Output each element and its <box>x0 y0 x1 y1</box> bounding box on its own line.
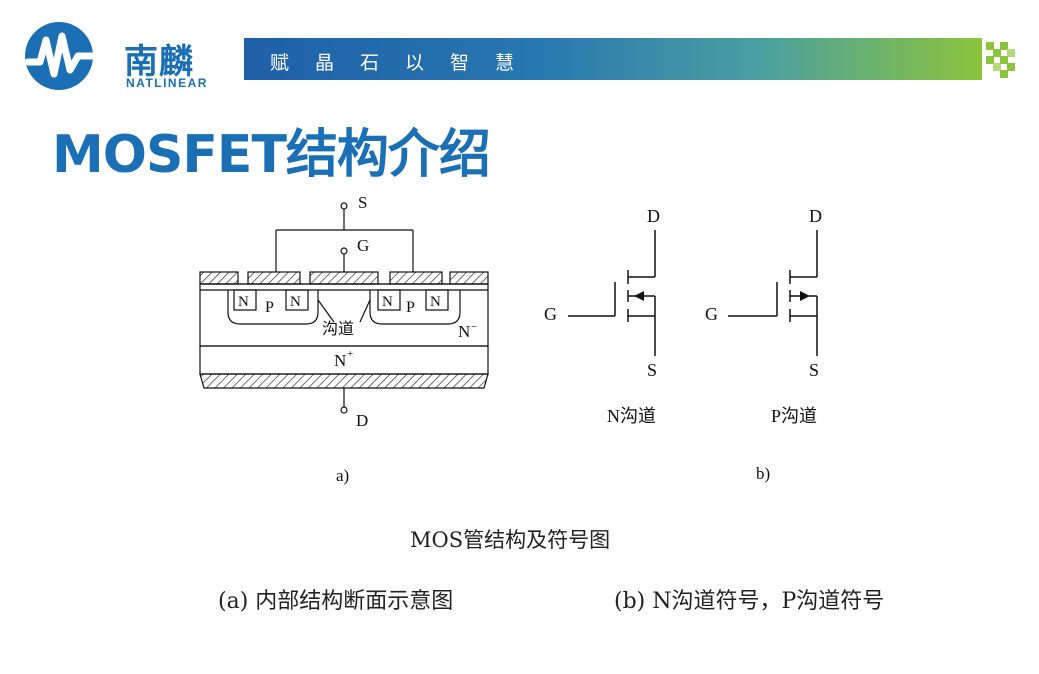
cs-n-left-a: N <box>238 294 249 310</box>
p-sym-s: S <box>809 360 819 380</box>
cs-n-left-b: N <box>290 294 301 310</box>
n-sym-name: N沟道 <box>607 406 656 426</box>
source-metal-right <box>389 271 443 285</box>
cs-drain-label: D <box>356 411 368 430</box>
symbols-sub-label: b) <box>756 464 770 483</box>
pixel-decoration-icon <box>982 38 1026 82</box>
n-region-right-a <box>377 289 401 311</box>
p-sym-g: G <box>705 304 718 324</box>
cs-n-minus-sup: − <box>471 321 477 333</box>
gate-metal <box>309 271 379 285</box>
cs-n-plus-label: N <box>334 351 346 370</box>
n-region-left-a <box>233 289 257 311</box>
header-banner <box>244 38 982 80</box>
cs-channel-label: 沟道 <box>322 320 354 338</box>
cs-p-left: P <box>265 299 274 316</box>
cs-p-right: P <box>406 299 415 316</box>
cs-source-label: S <box>358 193 367 212</box>
p-sym-d: D <box>809 206 822 226</box>
cs-gate-label: G <box>357 236 369 255</box>
p-well-right <box>369 290 461 325</box>
metal-right <box>449 271 489 285</box>
metal-left <box>199 271 239 285</box>
cs-n-right-b: N <box>430 294 441 310</box>
n-sym-g: G <box>544 304 557 324</box>
n-region-right-b <box>425 289 449 311</box>
cross-section <box>199 202 489 414</box>
cs-n-minus-label: N <box>458 322 470 341</box>
source-metal-left <box>247 271 301 285</box>
brand-name-en: NATLINEAR <box>126 76 208 90</box>
brand-name-cn: 南麟 <box>124 42 194 82</box>
page-title: MOSFET结构介绍 <box>52 125 491 185</box>
p-well-left <box>227 290 319 325</box>
p-sym-name: P沟道 <box>771 406 817 426</box>
cs-sub-label: a) <box>336 466 349 485</box>
p-channel-arrow-icon <box>800 291 810 301</box>
header-slogan: 赋晶石以智慧 <box>270 52 541 74</box>
n-region-left-b <box>285 289 309 311</box>
n-sym-s: S <box>647 360 657 380</box>
caption-left: (a) 内部结构断面示意图 <box>218 589 454 614</box>
p-channel-symbol <box>728 230 818 356</box>
drain-metal <box>199 373 489 389</box>
n-sym-d: D <box>647 206 660 226</box>
cs-n-right-a: N <box>382 294 393 310</box>
logo-wave-icon <box>24 32 96 78</box>
caption-right: (b) N沟道符号，P沟道符号 <box>614 589 885 614</box>
n-channel-arrow-icon <box>634 291 644 301</box>
caption-main: MOS管结构及符号图 <box>410 528 611 552</box>
cs-n-plus-sup: + <box>347 348 353 360</box>
natlinear-logo <box>24 22 96 90</box>
